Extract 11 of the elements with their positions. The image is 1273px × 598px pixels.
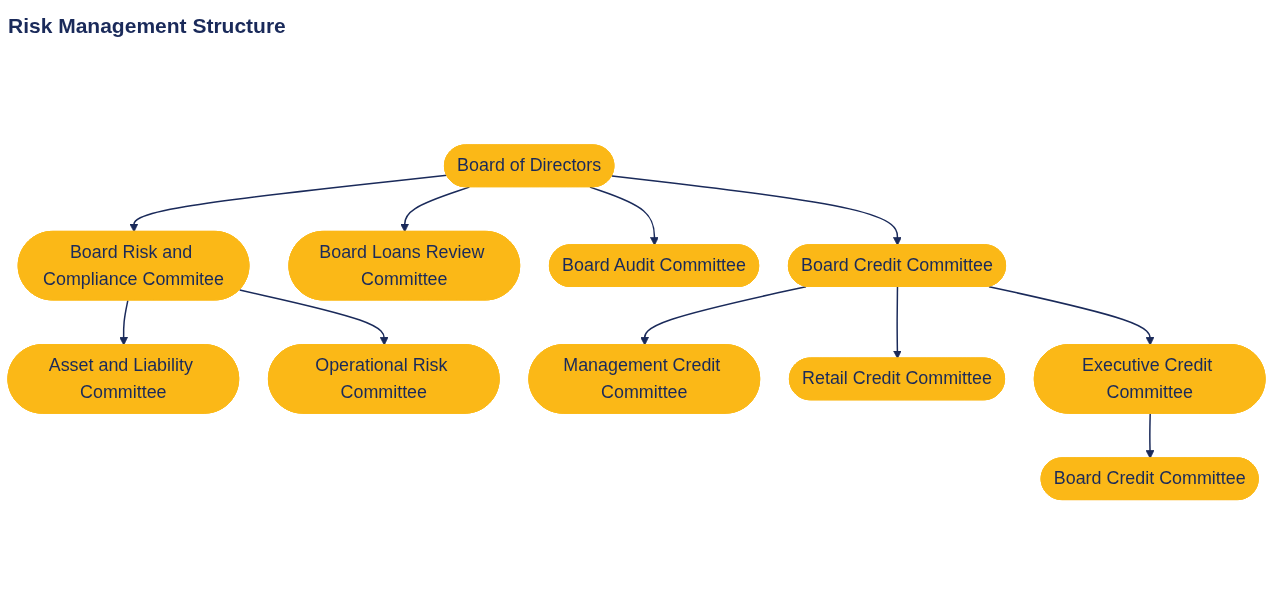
arrow bbox=[1145, 413, 1155, 459]
arrow bbox=[893, 286, 902, 360]
arrow bbox=[400, 186, 471, 233]
arrow bbox=[640, 286, 807, 346]
arrow bbox=[589, 186, 659, 246]
diagram-title: Risk Management Structure bbox=[8, 14, 286, 38]
arrow bbox=[238, 289, 389, 346]
arrow bbox=[119, 299, 129, 346]
arrow bbox=[129, 174, 448, 233]
arrow bbox=[611, 175, 902, 246]
arrow bbox=[988, 286, 1155, 346]
